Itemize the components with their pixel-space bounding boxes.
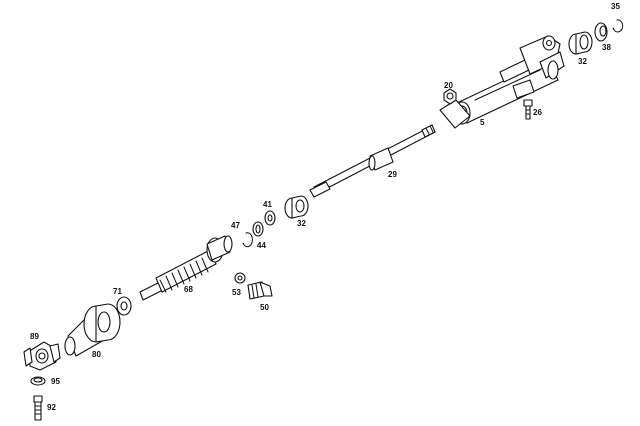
- label-68: 68: [184, 285, 193, 294]
- label-47: 47: [231, 221, 240, 230]
- part-71-ring: [116, 296, 132, 316]
- part-92-bolt: [33, 395, 43, 421]
- part-50-bolt: [247, 281, 273, 300]
- part-32-bearing-upper: [568, 31, 593, 55]
- part-44-lock-ring: [252, 221, 264, 237]
- label-32-middle: 32: [297, 219, 306, 228]
- part-53-spring-washer: [234, 272, 246, 284]
- label-35: 35: [611, 2, 620, 11]
- label-26: 26: [533, 108, 542, 117]
- part-68-threaded-spindle: [139, 235, 233, 301]
- part-38-bushing: [594, 22, 608, 42]
- part-35-snap-ring: [612, 19, 624, 33]
- label-71: 71: [113, 287, 122, 296]
- part-80-coupling: [64, 303, 121, 357]
- part-47-circlip: [242, 232, 253, 248]
- label-41: 41: [263, 200, 272, 209]
- label-29: 29: [388, 170, 397, 179]
- label-5: 5: [480, 118, 485, 127]
- label-95: 95: [51, 377, 60, 386]
- part-32-bearing-middle: [284, 195, 309, 219]
- label-80: 80: [92, 350, 101, 359]
- label-53: 53: [232, 288, 241, 297]
- label-50: 50: [260, 303, 269, 312]
- part-95-washer: [30, 376, 46, 386]
- part-29-steering-shaft: [309, 124, 436, 198]
- part-89-joint-yoke: [23, 341, 61, 371]
- label-32-upper: 32: [578, 57, 587, 66]
- label-92: 92: [47, 403, 56, 412]
- label-20: 20: [444, 81, 453, 90]
- part-26-bolt: [523, 99, 533, 120]
- label-44: 44: [257, 241, 266, 250]
- part-41-washer: [264, 210, 276, 226]
- part-5-column-tube: [439, 35, 565, 129]
- label-38: 38: [602, 43, 611, 52]
- label-89: 89: [30, 332, 39, 341]
- part-20-nut: [443, 88, 457, 105]
